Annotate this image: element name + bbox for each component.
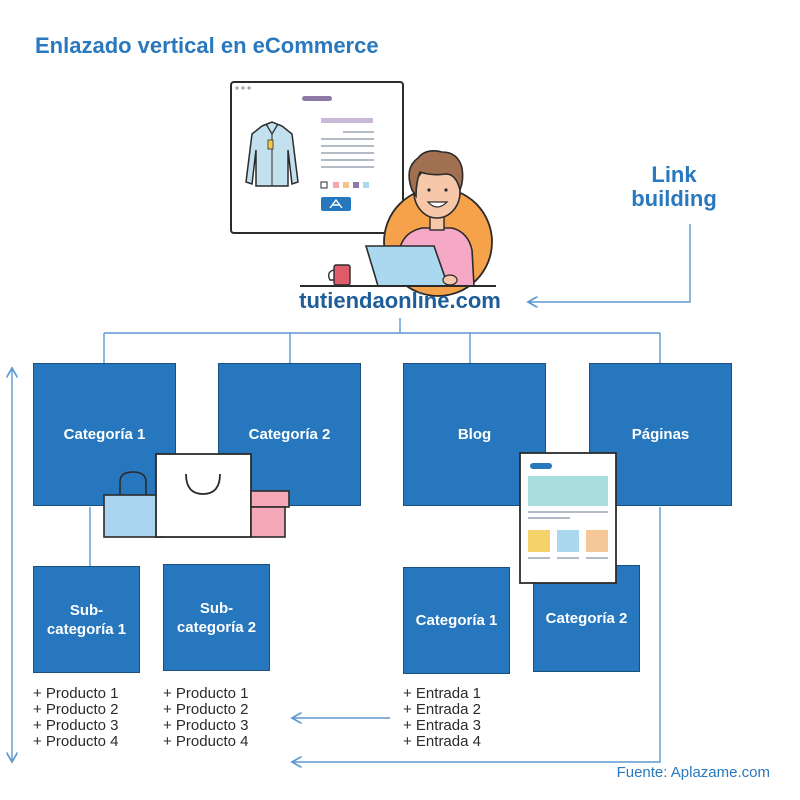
subcategory-2-box[interactable]: Sub-categoría 2 [163,564,270,671]
source-credit: Fuente: Aplazame.com [616,764,770,781]
list-item[interactable]: + Producto 3 [33,717,119,734]
list-item[interactable]: + Producto 3 [163,717,249,734]
pages-box[interactable]: Páginas [589,363,732,506]
shopping-bag-icon [103,471,163,538]
list-item[interactable]: + Producto 4 [33,733,119,750]
pages-to-products-arrow [292,507,661,762]
list-item[interactable]: + Producto 2 [163,701,249,718]
blog-label: Blog [457,426,492,443]
page-title: Enlazado vertical en eCommerce [35,33,379,58]
mug-icon [327,264,351,286]
list-item[interactable]: + Producto 1 [163,685,249,702]
list-item[interactable]: + Producto 4 [163,733,249,750]
list-item[interactable]: + Entrada 4 [403,733,481,750]
subcategory-1-label: Sub-categoría 1 [46,601,127,638]
site-domain[interactable]: tutiendaonline.com [299,288,501,313]
blog-category-2-label: Categoría 2 [545,610,628,627]
subcategory-2-products: + Producto 1 + Producto 2 + Producto 3 +… [163,686,248,750]
category-2-label: Categoría 2 [248,426,331,443]
link-building-label: Link building [631,162,717,211]
list-item[interactable]: + Producto 1 [33,685,119,702]
list-item[interactable]: + Entrada 3 [403,717,481,734]
subcategory-2-label: Sub-categoría 2 [176,599,257,636]
shirt-icon [245,121,299,187]
pages-label: Páginas [631,426,690,443]
list-item[interactable]: + Producto 2 [33,701,119,718]
link-building-arrow [528,224,691,302]
list-item[interactable]: + Entrada 2 [403,701,481,718]
gift-box-icon [250,490,290,538]
category-1-box[interactable]: Categoría 1 [33,363,176,506]
subcategory-1-products: + Producto 1 + Producto 2 + Producto 3 +… [33,686,118,750]
category-1-label: Categoría 1 [63,426,146,443]
blog-category-1-label: Categoría 1 [415,612,498,629]
list-item[interactable]: + Entrada 1 [403,685,481,702]
blog-entries: + Entrada 1 + Entrada 2 + Entrada 3 + En… [403,686,481,750]
subcategory-1-box[interactable]: Sub-categoría 1 [33,566,140,673]
blog-category-1-box[interactable]: Categoría 1 [403,567,510,674]
